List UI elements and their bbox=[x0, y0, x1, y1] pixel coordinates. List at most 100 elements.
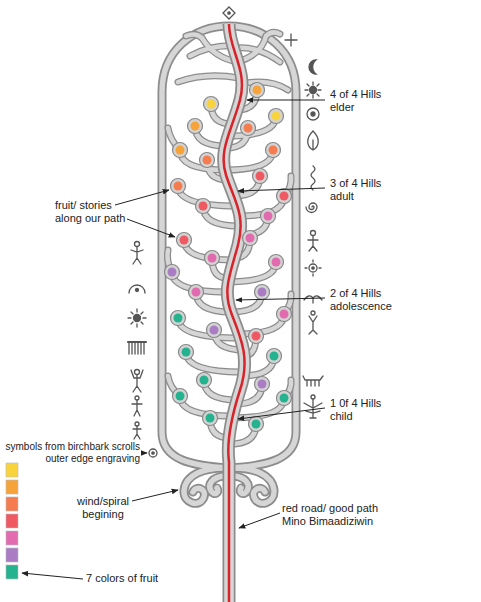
fruit bbox=[165, 265, 180, 280]
birchbark-symbol bbox=[223, 7, 235, 19]
fruit bbox=[241, 121, 256, 136]
fruit bbox=[266, 143, 281, 158]
fruit bbox=[192, 288, 201, 297]
fruit bbox=[189, 285, 204, 300]
birchbark-symbol bbox=[129, 285, 145, 293]
legend-label: 7 colors of fruit bbox=[86, 572, 181, 585]
fruit bbox=[174, 182, 183, 191]
fruit bbox=[280, 394, 289, 403]
spiral-callout: wind/spiral begining bbox=[72, 495, 134, 521]
stage-label: 1 0f 4 Hills child bbox=[330, 397, 398, 423]
fruit bbox=[252, 420, 261, 429]
fruit bbox=[199, 202, 208, 211]
legend-color-swatch bbox=[6, 531, 18, 545]
birchbark-symbol bbox=[149, 449, 157, 457]
fruit bbox=[203, 156, 212, 165]
fruit bbox=[264, 212, 273, 221]
birchbark-symbol bbox=[133, 426, 141, 439]
fruit bbox=[179, 345, 194, 360]
birchbark-symbol bbox=[310, 87, 317, 94]
leader-line bbox=[141, 453, 147, 454]
fruit bbox=[270, 352, 279, 361]
birchbark-symbol bbox=[152, 452, 154, 454]
birchbark-symbol bbox=[311, 112, 315, 116]
fruit bbox=[205, 251, 220, 266]
fruit bbox=[173, 143, 188, 158]
fruit bbox=[165, 83, 292, 432]
fruit bbox=[246, 234, 255, 243]
leader-line bbox=[22, 573, 83, 579]
fruit bbox=[280, 310, 289, 319]
fruit bbox=[173, 389, 188, 404]
fruit bbox=[188, 119, 203, 134]
birchbark-symbol bbox=[309, 316, 317, 334]
fruit bbox=[210, 326, 219, 335]
fruit bbox=[255, 285, 270, 300]
fruit bbox=[176, 146, 185, 155]
birchbark-symbol bbox=[311, 231, 316, 236]
fruit bbox=[244, 124, 253, 133]
stage-label: 3 of 4 Hills adult bbox=[330, 177, 398, 203]
fruit bbox=[250, 83, 265, 98]
legend-color-swatch bbox=[6, 463, 18, 579]
fruit bbox=[256, 172, 265, 181]
tree-branches bbox=[168, 32, 292, 444]
leader-line bbox=[236, 298, 325, 300]
leader-line bbox=[239, 513, 280, 528]
fruit bbox=[258, 288, 267, 297]
fruit bbox=[177, 233, 192, 248]
fruit bbox=[243, 231, 258, 246]
fruit bbox=[269, 255, 284, 270]
red-road-line bbox=[224, 24, 245, 602]
trunk-outline bbox=[224, 24, 245, 602]
leader-line bbox=[247, 100, 325, 101]
birchbark-symbol bbox=[135, 242, 140, 247]
birchbark-symbol bbox=[305, 82, 321, 98]
legend-color-swatch bbox=[6, 565, 18, 579]
fruit bbox=[168, 268, 177, 277]
legend-color-swatch bbox=[6, 548, 18, 562]
fruit bbox=[267, 349, 282, 364]
fruit bbox=[280, 192, 289, 201]
fruit bbox=[277, 307, 292, 322]
fruit bbox=[200, 376, 209, 385]
fruit bbox=[200, 153, 215, 168]
birchbark-symbol bbox=[311, 311, 315, 315]
birchbark-symbol bbox=[309, 60, 316, 74]
birchbark-symbol bbox=[131, 370, 143, 392]
fruit bbox=[253, 86, 262, 95]
birchbark-symbol bbox=[312, 267, 314, 269]
fruit bbox=[277, 189, 292, 204]
tree-trunk bbox=[224, 24, 245, 602]
legend-color-swatch bbox=[6, 480, 18, 494]
birchbark-symbol bbox=[285, 34, 297, 46]
birchbark-symbol bbox=[128, 309, 146, 327]
leader-line bbox=[238, 188, 325, 191]
leader-line bbox=[22, 100, 325, 579]
fruit bbox=[207, 323, 222, 338]
birchbark-symbol bbox=[134, 315, 141, 322]
path-callout: red road/ good path Mino Bimaadiziwin bbox=[282, 502, 386, 528]
fruit bbox=[174, 314, 183, 323]
fruit bbox=[249, 329, 264, 344]
birchbark-symbol bbox=[306, 203, 317, 213]
fruit bbox=[182, 348, 191, 357]
fruit bbox=[176, 392, 185, 401]
birchbark-symbol bbox=[136, 289, 139, 292]
fruit bbox=[180, 236, 189, 245]
fruit bbox=[196, 199, 211, 214]
fruit bbox=[197, 373, 212, 388]
fruit bbox=[171, 311, 186, 326]
fruit bbox=[258, 380, 267, 389]
fruit bbox=[206, 414, 215, 423]
birchbark-symbol bbox=[308, 236, 318, 251]
birchbark-symbol bbox=[307, 108, 319, 120]
fruit bbox=[171, 179, 186, 194]
birchbark-symbol bbox=[304, 296, 322, 303]
legend-color-swatch bbox=[6, 463, 18, 477]
legend-color-swatch bbox=[6, 497, 18, 511]
fruit bbox=[272, 112, 281, 121]
branch-outline bbox=[168, 32, 292, 444]
fruit bbox=[269, 146, 278, 155]
